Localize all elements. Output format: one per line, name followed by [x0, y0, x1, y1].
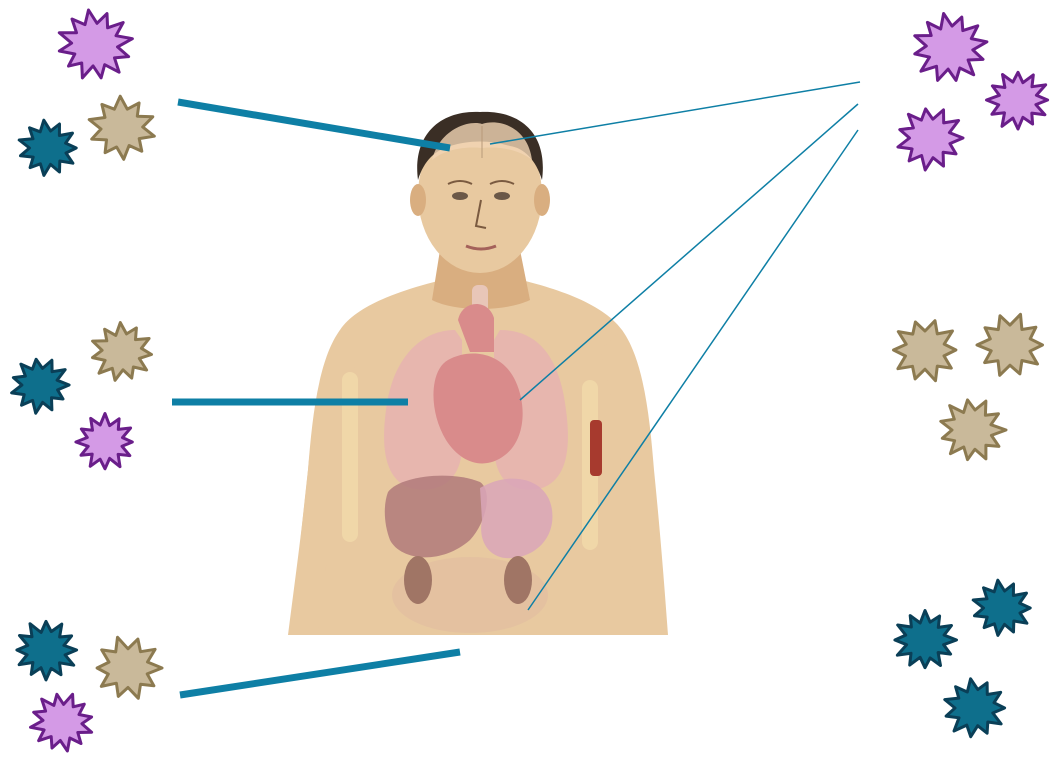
human-body-figure [288, 112, 668, 635]
purple-germ-icon [898, 109, 963, 170]
connector-brain-thick [178, 102, 450, 148]
tan-germ-icon [97, 637, 162, 698]
left-eye [452, 192, 468, 200]
tan-germ-icon [977, 314, 1043, 375]
tan-germ-icon [89, 96, 154, 159]
right-eye [494, 192, 510, 200]
teal-germ-icon [19, 120, 76, 175]
blood-vessel-marker [590, 420, 602, 476]
connector-abdomen-thick [180, 652, 460, 695]
purple-germ-icon [31, 694, 92, 751]
teal-germ-icon [12, 359, 70, 413]
left-ear [410, 184, 426, 216]
left-humerus [342, 372, 358, 542]
purple-germ-icon [987, 72, 1048, 129]
connector-lung-thin [520, 104, 858, 400]
teal-germ-icon [17, 621, 77, 680]
purple-germ-icon [915, 14, 987, 81]
tan-germ-icon [894, 321, 956, 381]
right-ear [534, 184, 550, 216]
purple-germ-icon [76, 414, 132, 469]
purple-germ-icon [59, 10, 132, 78]
tan-germ-icon [93, 323, 152, 381]
teal-germ-icon [895, 611, 957, 668]
right-kidney [504, 556, 532, 604]
left-kidney [404, 556, 432, 604]
connector-brain-thin [490, 82, 860, 144]
teal-germ-icon [973, 580, 1030, 635]
tan-germ-icon [941, 400, 1006, 460]
teal-germ-icon [945, 679, 1005, 737]
